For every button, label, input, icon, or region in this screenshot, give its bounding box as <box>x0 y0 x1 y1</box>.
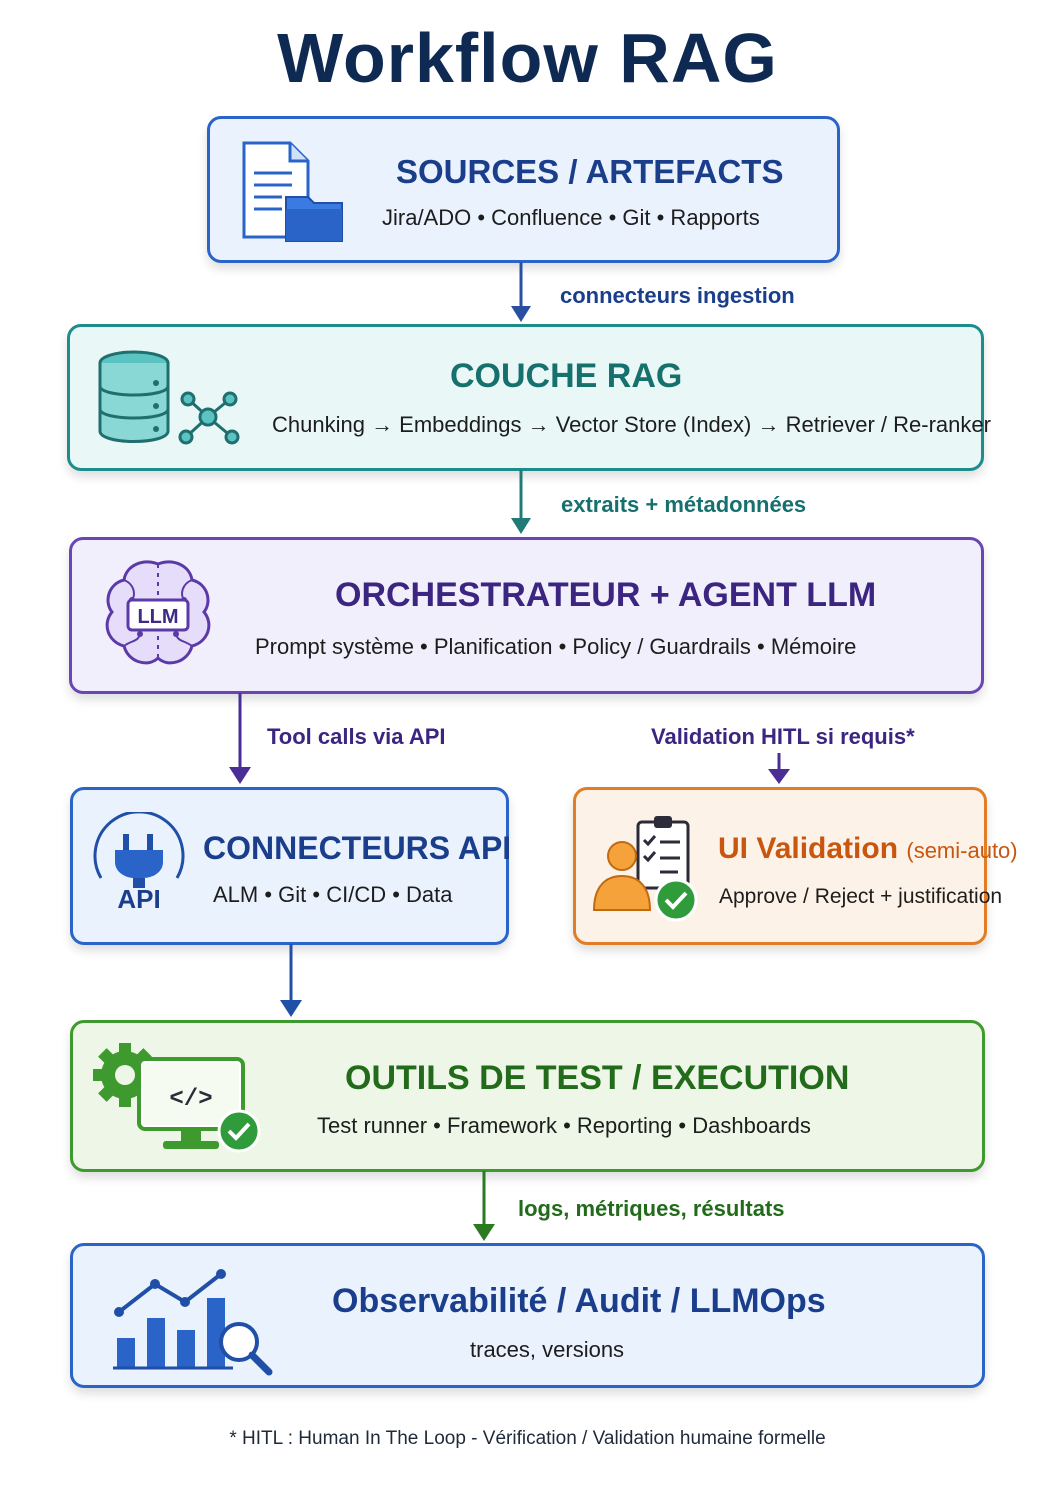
tools-subtitle: Test runner • Framework • Reporting • Da… <box>317 1113 811 1138</box>
diagram-title: Workflow RAG <box>277 19 778 97</box>
api-title: CONNECTEURS API <box>203 830 512 866</box>
arrow-tools-to-observability <box>473 1171 495 1241</box>
edge-label-tool-calls: Tool calls via API <box>267 724 446 749</box>
tools-title: OUTILS DE TEST / EXECUTION <box>345 1059 850 1097</box>
gear-monitor-code-icon: </> <box>93 1043 261 1153</box>
ui-validation-title: UI Validation (semi-auto) <box>718 832 1018 866</box>
arrow-orchestrator-to-ui <box>768 753 790 784</box>
ui-validation-title-main: UI Validation <box>718 832 899 865</box>
node-api: API CONNECTEURS API ALM • Git • CI/CD • … <box>70 787 512 945</box>
node-rag: COUCHE RAG Chunking → Embeddings → Vecto… <box>67 324 991 471</box>
database-network-icon <box>98 350 240 445</box>
orchestrator-title: ORCHESTRATEUR + AGENT LLM <box>335 576 877 614</box>
edge-label-extraits: extraits + métadonnées <box>561 492 807 517</box>
rag-title: COUCHE RAG <box>450 357 683 395</box>
document-folder-icon <box>242 141 343 242</box>
llm-icon-text: LLM <box>137 606 178 628</box>
footnote: * HITL : Human In The Loop - Vérificatio… <box>229 1428 826 1449</box>
llm-brain-icon: LLM <box>105 560 211 665</box>
api-subtitle: ALM • Git • CI/CD • Data <box>213 882 453 907</box>
arrow-orchestrator-to-api <box>229 693 251 784</box>
ui-validation-title-suffix: (semi-auto) <box>906 838 1018 863</box>
api-icon-text: API <box>117 884 160 912</box>
person-checklist-icon <box>592 816 698 922</box>
node-observability: Observabilité / Audit / LLMOps traces, v… <box>70 1243 985 1388</box>
node-tools: </> OUTILS DE TEST / EXECUTION Test runn… <box>70 1020 985 1172</box>
sources-title: SOURCES / ARTEFACTS <box>396 153 784 190</box>
arrow-rag-to-orchestrator <box>511 470 531 534</box>
arrow-api-to-tools <box>280 944 302 1017</box>
node-sources: SOURCES / ARTEFACTS Jira/ADO • Confluenc… <box>207 116 840 263</box>
observability-title: Observabilité / Audit / LLMOps <box>332 1282 826 1320</box>
sources-subtitle: Jira/ADO • Confluence • Git • Rapports <box>382 205 760 230</box>
code-icon-text: </> <box>169 1086 212 1113</box>
ui-validation-subtitle: Approve / Reject + justification <box>719 885 1003 908</box>
rag-subtitle: Chunking → Embeddings → Vector Store (In… <box>272 412 991 437</box>
node-orchestrator: LLM ORCHESTRATEUR + AGENT LLM Prompt sys… <box>69 537 984 694</box>
edge-label-ingestion: connecteurs ingestion <box>560 283 795 308</box>
api-plug-icon: API <box>93 812 185 912</box>
bar-chart-magnifier-icon <box>113 1269 273 1376</box>
node-ui-validation: UI Validation (semi-auto) Approve / Reje… <box>573 787 1018 945</box>
orchestrator-subtitle: Prompt système • Planification • Policy … <box>255 634 857 659</box>
edge-label-hitl: Validation HITL si requis* <box>651 724 915 749</box>
edge-label-logs: logs, métriques, résultats <box>518 1196 785 1221</box>
arrow-sources-to-rag <box>511 262 531 322</box>
observability-subtitle: traces, versions <box>470 1337 625 1362</box>
